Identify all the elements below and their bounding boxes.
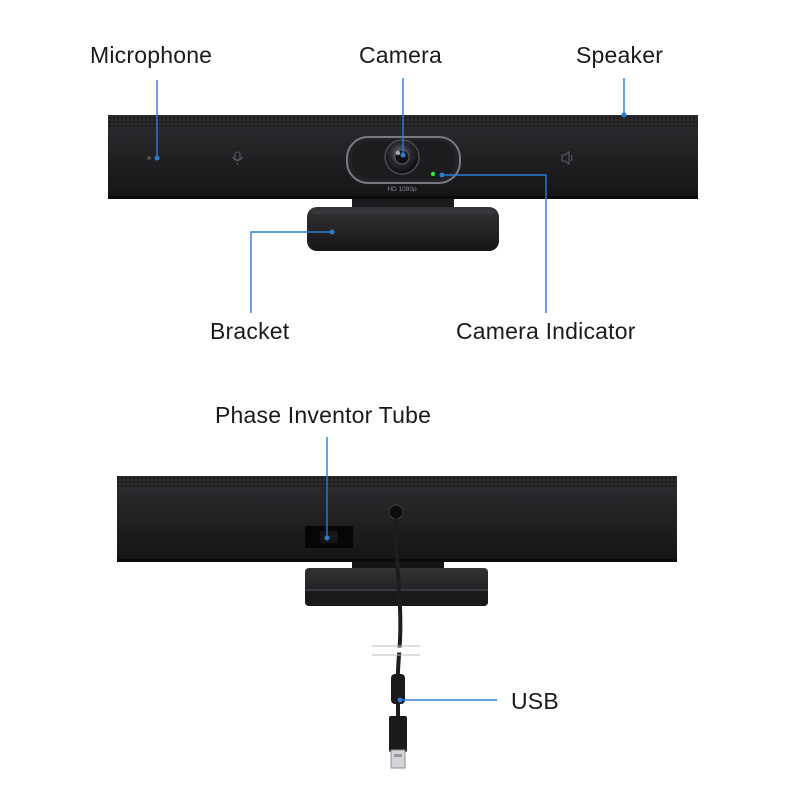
usb-connector [390,749,406,769]
phase-inventor-tube-label: Phase Inventor Tube [215,402,432,428]
speaker-label: Speaker [576,42,664,68]
bracket-callout [250,231,332,313]
usb-cable [393,517,403,691]
ferrite-bead [391,674,405,704]
usb-plug [389,716,407,752]
speaker-grille-back [117,476,677,490]
lens-caption: HD 1080p [387,186,417,193]
front-callouts [156,78,625,313]
back-callouts [326,437,497,701]
indicator-callout [442,174,547,313]
speaker-icon [561,150,573,166]
indicator-led [430,171,436,177]
cable-entry [388,504,404,520]
usb-label: USB [511,688,559,714]
microphone-label: Microphone [90,42,213,68]
camera-indicator-label: Camera Indicator [456,318,636,344]
camera-label: Camera [359,42,443,68]
front-view: HD 1080p [108,78,698,313]
bracket-label: Bracket [210,318,290,344]
microphone-icon [232,151,243,165]
microphone-hole [147,156,151,160]
bracket [307,207,499,251]
back-view [117,437,677,769]
